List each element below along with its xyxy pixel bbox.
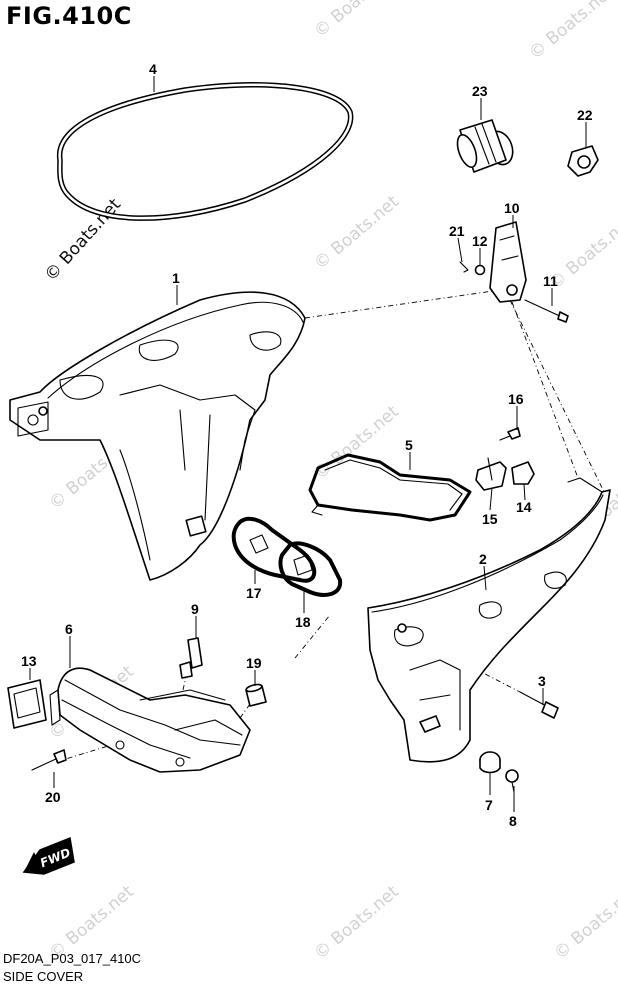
figure-title: FIG.410C bbox=[6, 2, 132, 30]
fwd-arrow: FWD bbox=[22, 836, 75, 875]
callout-13: 13 bbox=[21, 653, 37, 669]
watermark: © Boats.net bbox=[525, 0, 618, 64]
callout-22: 22 bbox=[577, 107, 593, 123]
part-16-bolt bbox=[499, 427, 521, 441]
part-9-pin bbox=[179, 637, 203, 679]
callout-12: 12 bbox=[472, 233, 488, 249]
part-8-screw bbox=[505, 769, 519, 793]
diagram-code: DF20A_P03_017_410C bbox=[3, 951, 142, 966]
part-12-washer bbox=[474, 264, 486, 276]
callout-1: 1 bbox=[172, 270, 180, 286]
leader-lines bbox=[29, 76, 587, 812]
watermark: © Boats.net bbox=[310, 882, 403, 964]
part-10-bracket bbox=[489, 221, 527, 303]
part-3-bolt bbox=[519, 691, 559, 719]
part-14-cap bbox=[511, 461, 535, 485]
part-7-grommet bbox=[479, 751, 501, 774]
callout-4: 4 bbox=[149, 61, 157, 77]
callout-17: 17 bbox=[246, 585, 262, 601]
callout-2: 2 bbox=[479, 551, 487, 567]
part-13-pad bbox=[7, 679, 47, 729]
callout-14: 14 bbox=[516, 499, 532, 515]
part-21-pin bbox=[459, 261, 469, 273]
part-4-seal bbox=[56, 82, 354, 221]
callout-16: 16 bbox=[508, 391, 524, 407]
watermark: © Boats.net bbox=[310, 402, 403, 484]
callout-8: 8 bbox=[509, 813, 517, 829]
callout-3: 3 bbox=[538, 673, 546, 689]
part-22-clip bbox=[567, 145, 599, 177]
watermark: © Boats.net bbox=[310, 192, 403, 274]
callout-7: 7 bbox=[485, 797, 493, 813]
diagram-caption: SIDE COVER bbox=[3, 969, 84, 984]
part-6-lower-cover bbox=[49, 667, 251, 773]
part-20-rivet bbox=[31, 749, 67, 771]
callout-19: 19 bbox=[246, 655, 262, 671]
callout-15: 15 bbox=[482, 511, 498, 527]
callout-20: 20 bbox=[45, 789, 61, 805]
part-19-spacer bbox=[245, 683, 267, 707]
callout-5: 5 bbox=[405, 437, 413, 453]
callout-21: 21 bbox=[449, 223, 465, 239]
callout-6: 6 bbox=[65, 621, 73, 637]
callouts: 4 23 22 10 21 12 11 1 16 5 14 15 2 17 18… bbox=[21, 61, 593, 829]
watermark: © Boats.net bbox=[310, 0, 403, 42]
part-2-side-cover bbox=[367, 477, 611, 763]
callout-9: 9 bbox=[191, 601, 199, 617]
watermark: © Boats.net bbox=[550, 882, 618, 964]
part-17-seal bbox=[231, 516, 317, 583]
part-15-plate bbox=[475, 457, 507, 491]
part-5-gasket bbox=[308, 453, 472, 522]
callout-18: 18 bbox=[295, 614, 311, 630]
callout-10: 10 bbox=[504, 200, 520, 216]
part-1-side-cover bbox=[9, 291, 306, 581]
part-11-bolt bbox=[524, 299, 569, 323]
part-18-seal bbox=[278, 541, 343, 597]
callout-11: 11 bbox=[543, 273, 558, 289]
callout-23: 23 bbox=[472, 83, 488, 99]
part-23-grommet bbox=[456, 119, 514, 173]
